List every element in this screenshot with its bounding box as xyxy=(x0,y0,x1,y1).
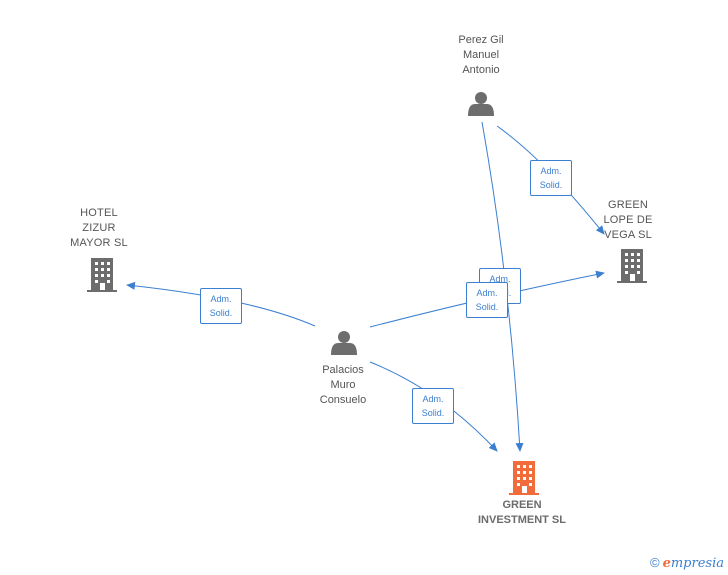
person-icon[interactable] xyxy=(468,92,494,116)
copyright-icon: © xyxy=(649,555,660,570)
edge-label-palacios-hotel[interactable]: Adm. Solid. xyxy=(200,288,242,324)
building-icon[interactable] xyxy=(87,258,117,292)
brand-logo[interactable]: ©empresia xyxy=(650,555,724,571)
building-icon-target[interactable] xyxy=(509,461,539,495)
brand-initial: e xyxy=(662,556,671,571)
node-label-investment[interactable]: GREEN INVESTMENT SL xyxy=(477,499,566,526)
node-label-hotel[interactable]: HOTEL ZIZUR MAYOR SL xyxy=(70,207,128,249)
brand-name: mpresia xyxy=(670,556,724,571)
person-icon[interactable] xyxy=(331,331,357,355)
node-label-lope[interactable]: GREEN LOPE DE VEGA SL xyxy=(603,199,653,241)
building-icon[interactable] xyxy=(617,249,647,283)
edge-label-perez-lope[interactable]: Adm. Solid. xyxy=(530,160,572,196)
edge-label-palacios-investment[interactable]: Adm. Solid. xyxy=(412,388,454,424)
node-label-perez[interactable]: Perez Gil Manuel Antonio xyxy=(458,34,504,76)
edge-label-palacios-lope[interactable]: Adm. Solid. xyxy=(466,282,508,318)
node-label-palacios[interactable]: Palacios Muro Consuelo xyxy=(319,364,367,406)
